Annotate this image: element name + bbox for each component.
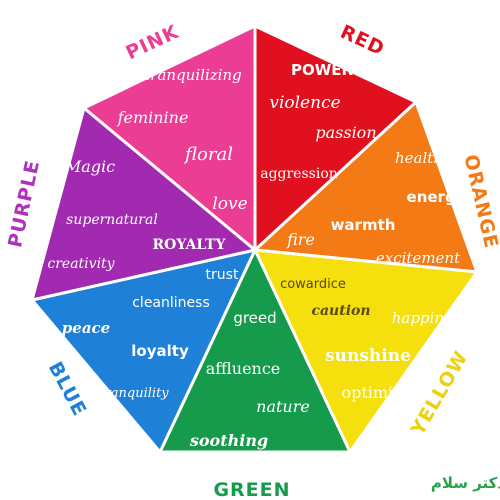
word-cowardice: cowardice	[280, 277, 346, 292]
label-green: GREEN	[213, 479, 290, 500]
word-nature: nature	[256, 397, 310, 416]
word-aggression: aggression	[260, 166, 338, 182]
label-purple: PURPLE	[4, 158, 44, 250]
logo-text: دکتر سلام	[431, 474, 500, 492]
word-royalty: ROYALTY	[153, 237, 227, 253]
label-blue: BLUE	[44, 358, 91, 420]
word-loyalty: loyalty	[131, 342, 189, 360]
word-optimism: optimism	[341, 383, 416, 402]
word-energy: energy	[407, 188, 466, 206]
word-trust: trust	[206, 267, 239, 283]
word-excitement: excitement	[376, 249, 461, 267]
word-health: health	[395, 149, 443, 167]
word-feminine: feminine	[117, 108, 189, 127]
word-magic: Magic	[64, 157, 115, 176]
word-power: POWER	[291, 61, 354, 79]
word-tranquility: tranquility	[99, 386, 169, 401]
label-red: RED	[337, 21, 388, 61]
word-tranquilizing: tranquilizing	[144, 66, 241, 84]
word-love: love	[212, 194, 247, 214]
word-floral: floral	[183, 144, 233, 165]
word-soothing: soothing	[189, 431, 268, 450]
word-creativity: creativity	[47, 256, 115, 272]
word-warmth: warmth	[331, 216, 396, 234]
word-greed: greed	[233, 309, 276, 327]
word-passion: passion	[315, 123, 376, 142]
word-supernatural: supernatural	[66, 212, 158, 228]
site-logo: دکتر سلام	[431, 474, 500, 492]
word-peace: peace	[62, 319, 110, 337]
word-cleanliness: cleanliness	[132, 295, 210, 311]
word-caution: caution	[311, 303, 370, 319]
word-sunshine: sunshine	[325, 346, 411, 366]
word-happiness: happiness	[392, 309, 469, 327]
word-affluence: affluence	[206, 359, 281, 378]
label-pink: PINK	[123, 21, 183, 65]
wedge-pink	[82, 24, 257, 252]
word-violence: violence	[269, 93, 340, 113]
word-fire: fire	[286, 230, 315, 249]
